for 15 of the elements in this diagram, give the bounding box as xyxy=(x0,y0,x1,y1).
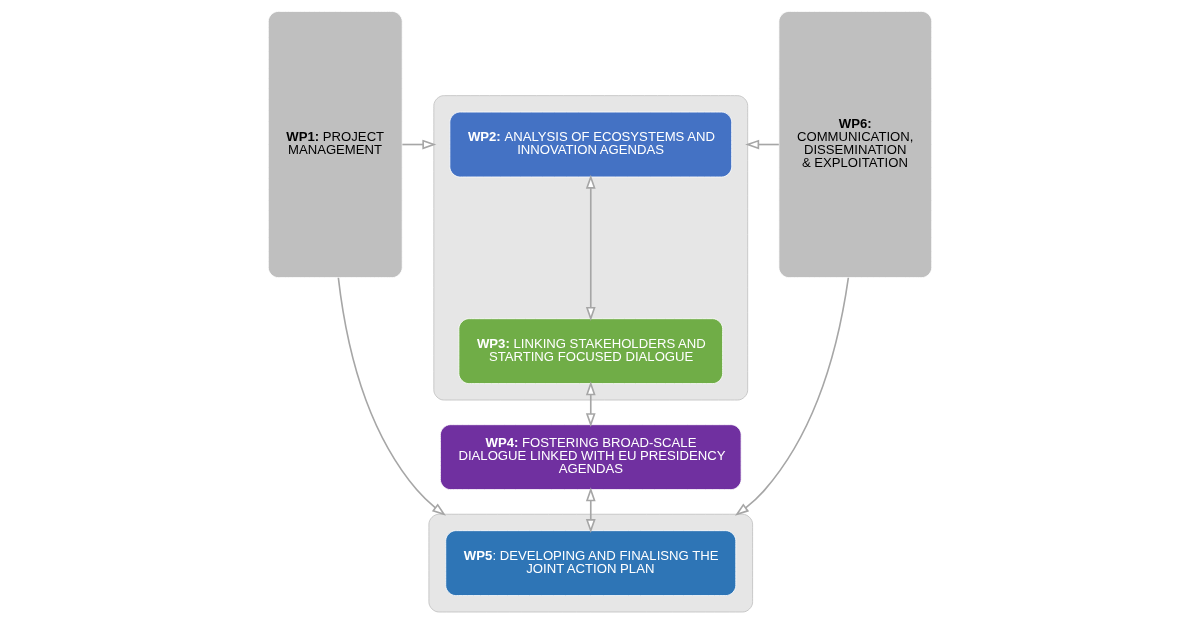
arrow xyxy=(337,276,446,516)
arrow xyxy=(585,487,596,534)
node-box: WP3: LINKING STAKEHOLDERS AND STARTING FOCUSED DIALOGUE xyxy=(458,318,724,384)
node-box: WP2: ANALYSIS OF ECOSYSTEMS AND INNOVATION AGENDAS xyxy=(449,111,733,178)
cluster xyxy=(428,513,753,613)
node-box: WP1: PROJECT MANAGEMENT xyxy=(267,11,403,279)
node-box: WP6: COMMUNICATION, DISSEMINATION & EXPLOITATION xyxy=(778,11,933,279)
arrow xyxy=(585,381,596,428)
arrow xyxy=(585,174,596,321)
node-box: WP4: FOSTERING BROAD-SCALE DIALOGUE LINKED WITH EU PRESIDENCY AGENDAS xyxy=(440,424,742,490)
arrow xyxy=(401,139,437,150)
cluster xyxy=(433,95,749,401)
arrow xyxy=(745,139,780,150)
node-box: WP5: DEVELOPING AND FINALISNG THE JOINT ACTION PLAN xyxy=(445,530,737,596)
arrow xyxy=(734,276,850,516)
